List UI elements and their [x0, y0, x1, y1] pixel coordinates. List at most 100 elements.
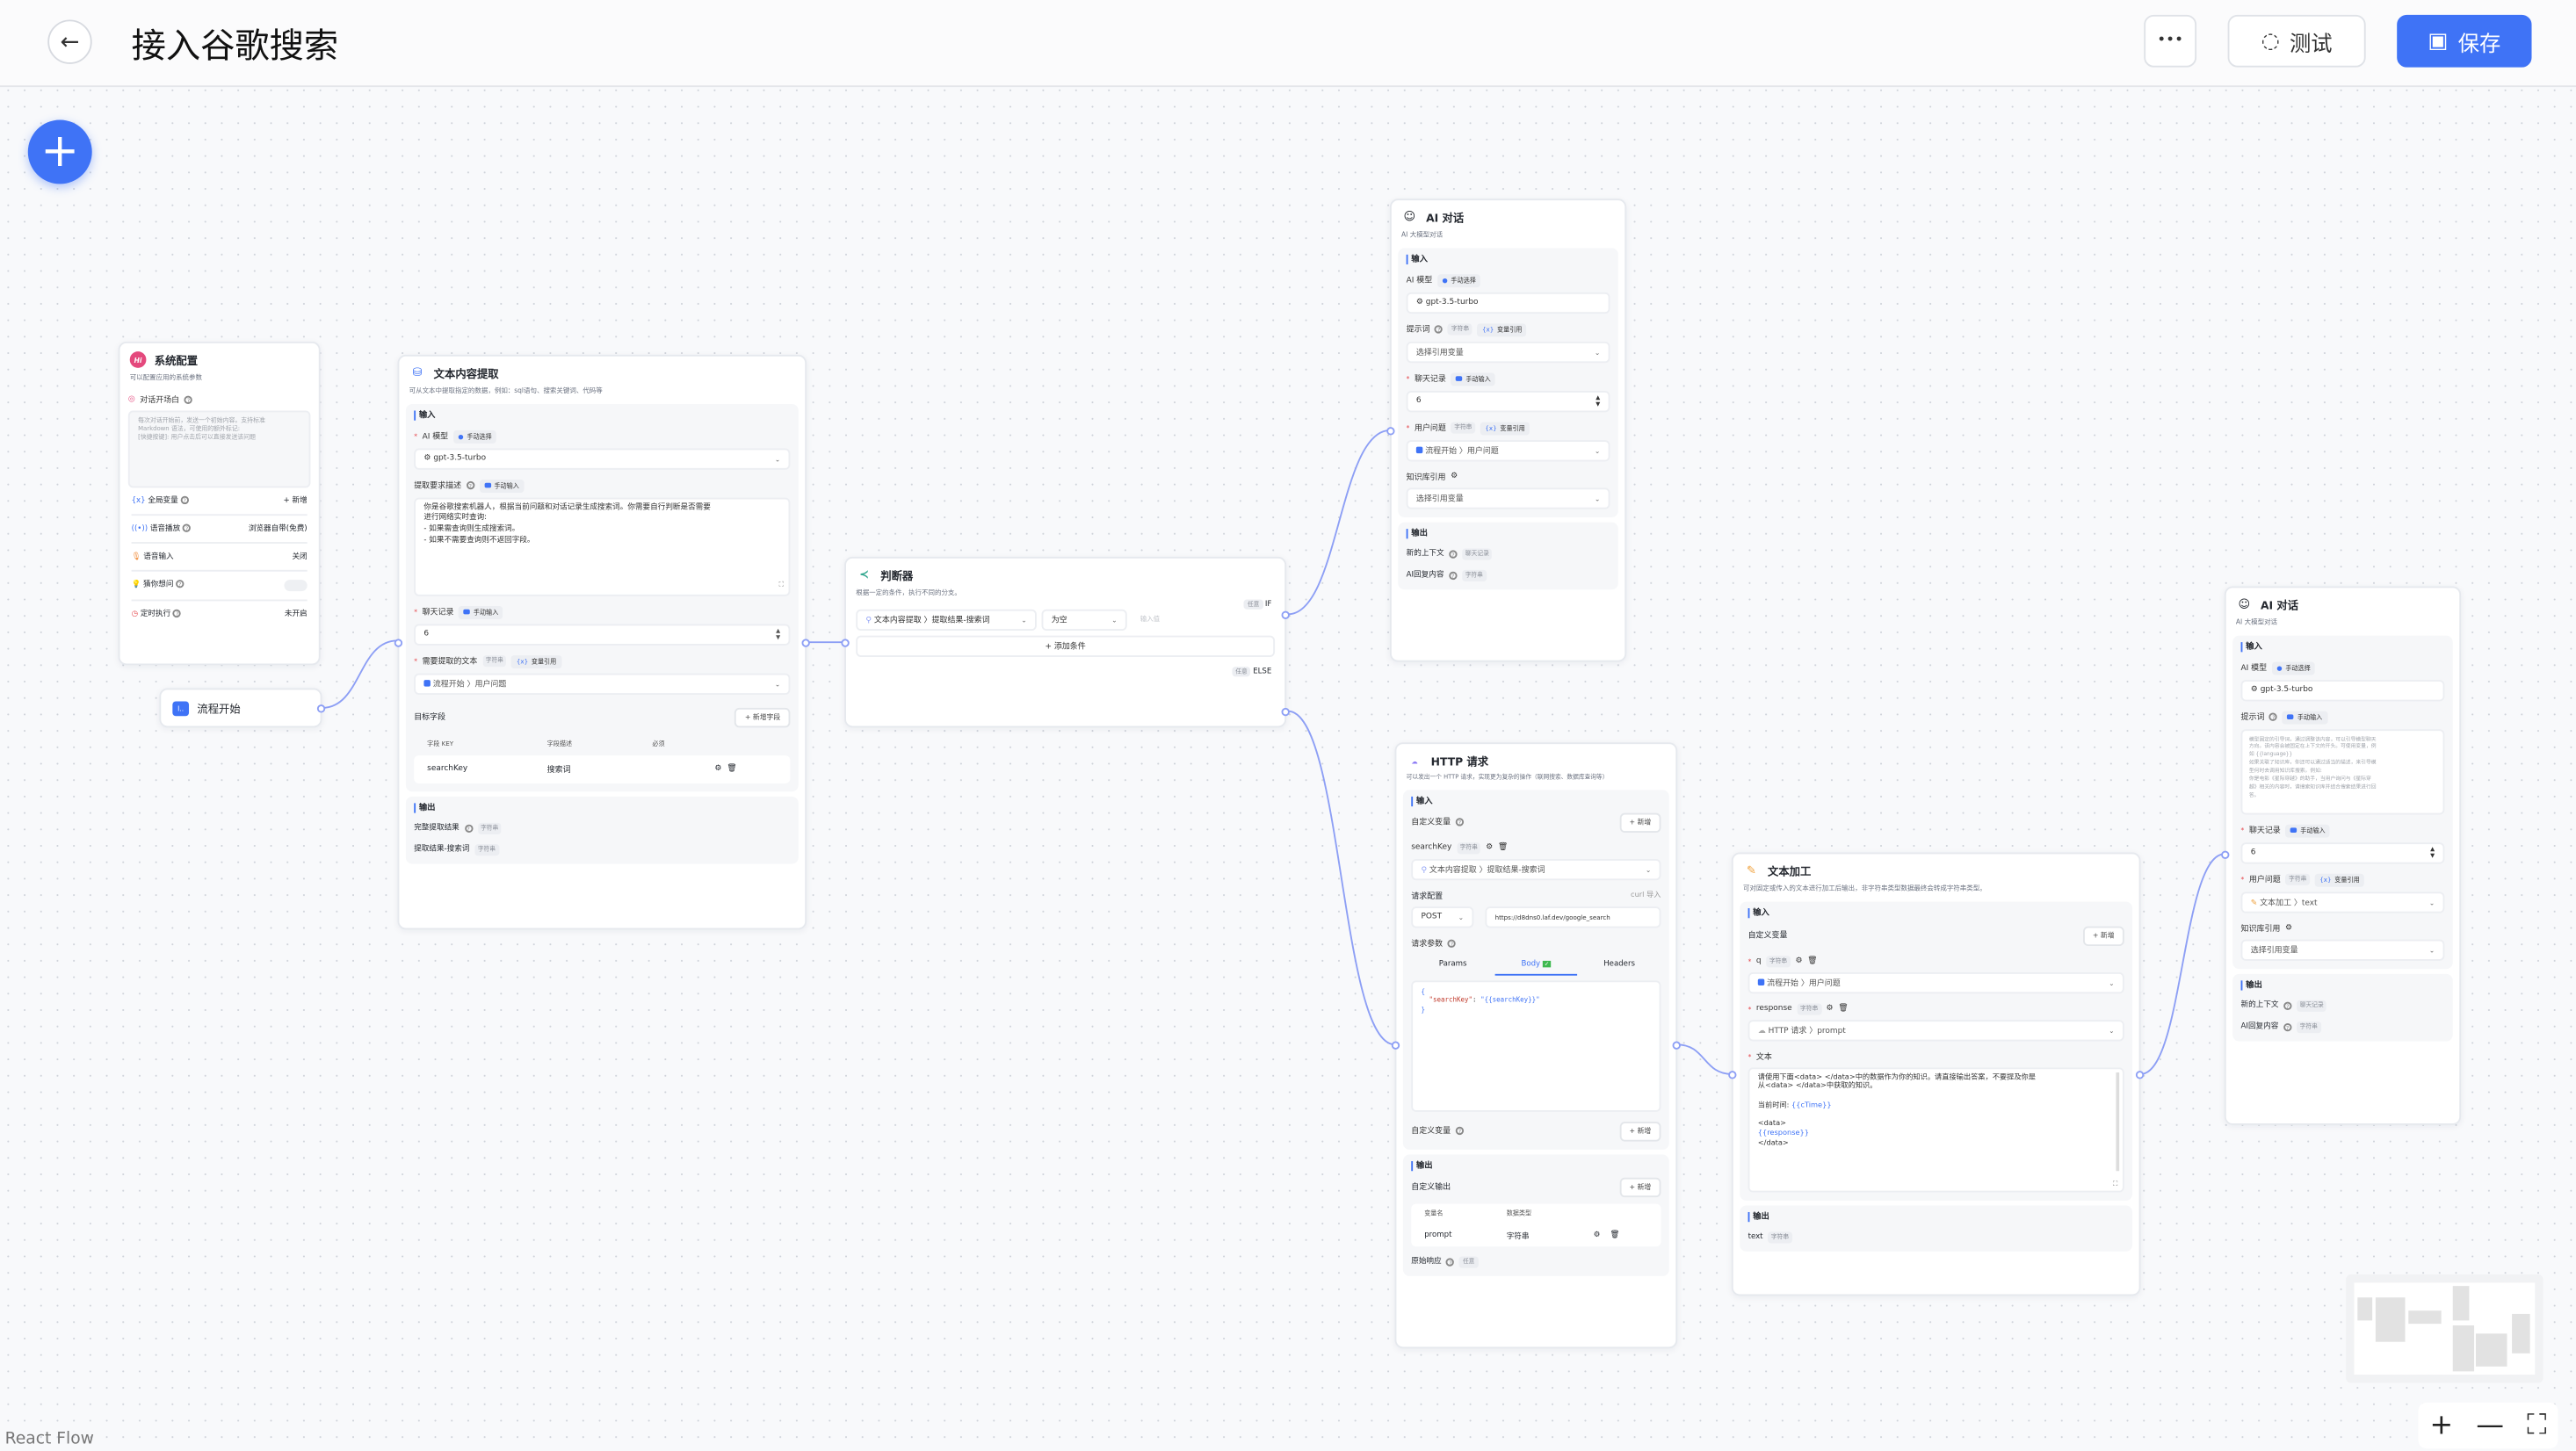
trash-icon[interactable]: 🗑 — [1807, 957, 1818, 965]
welcome-textarea[interactable]: 每次对话开始前，发送一个初始内容。支持标准 Markdown 语法，可使用的额外… — [127, 409, 311, 487]
if-handle[interactable] — [1281, 610, 1290, 619]
more-button[interactable]: ••• — [2144, 14, 2197, 68]
mode-tag[interactable]: 手动输入 — [2285, 823, 2331, 837]
zoom-in-button[interactable]: + — [2429, 1409, 2454, 1442]
scrollbar[interactable] — [2116, 1072, 2120, 1171]
mode-tag[interactable]: 手动输入 — [2283, 710, 2327, 724]
guess-toggle[interactable] — [284, 579, 308, 591]
mode-tag[interactable]: {x}变量引用 — [2314, 872, 2365, 886]
react-flow-attribution[interactable]: React Flow — [4, 1430, 94, 1449]
expand-icon[interactable]: ⛶ — [778, 579, 784, 588]
gear-icon[interactable]: ⚙ — [1593, 1231, 1601, 1240]
mode-tag[interactable]: 手动输入 — [479, 479, 525, 493]
test-button[interactable]: ◌测试 — [2227, 14, 2366, 68]
zoom-out-button[interactable]: — — [2476, 1409, 2505, 1442]
tab-params[interactable]: Params — [1438, 959, 1467, 969]
input-handle[interactable] — [394, 639, 403, 647]
gear-icon[interactable]: ⚙ — [2285, 923, 2293, 933]
node-text-process[interactable]: ✎文本加工 可对固定或传入的文本进行加工后输出，非字符串类型数据最终会转成字符串… — [1728, 852, 2145, 1296]
user-question-select[interactable]: ✎ 文本加工 〉text⌄ — [2240, 891, 2445, 913]
mode-tag[interactable]: {x}变量引用 — [1477, 322, 1528, 336]
add-global-var-button[interactable]: + 新增 — [283, 496, 308, 505]
gear-icon[interactable]: ⚙ — [1826, 1004, 1834, 1013]
mode-tag[interactable]: 手动输入 — [1451, 372, 1496, 386]
trash-icon[interactable]: 🗑 — [1610, 1231, 1620, 1240]
history-stepper[interactable]: 6▲▼ — [414, 623, 791, 645]
response-select[interactable]: ☁ HTTP 请求 〉prompt⌄ — [1747, 1019, 2124, 1041]
add-node-button[interactable]: + — [27, 119, 92, 184]
gear-icon[interactable]: ⚙ — [1486, 843, 1494, 852]
node-ai-chat-1[interactable]: ☺AI 对话 AI 大模型对话 输入 AI 模型●手动选择 ⚙ gpt-3.5-… — [1386, 199, 1627, 662]
save-button[interactable]: ▣保存 — [2397, 14, 2532, 68]
expand-icon[interactable]: ⛶ — [2113, 1179, 2118, 1188]
row-global-vars[interactable]: {x} 全局变量 ?+ 新增 — [131, 487, 308, 516]
stepper-icon[interactable]: ▲▼ — [1596, 393, 1601, 408]
user-question-select[interactable]: 流程开始 〉用户问题⌄ — [1406, 439, 1610, 461]
prompt-textarea[interactable]: 模型固定的引导词，通过调整该内容，可以引导模型聊天 方向。该内容会被固定在上下文… — [2240, 728, 2445, 814]
stepper-icon[interactable]: ▲▼ — [2430, 845, 2435, 859]
node-ai-chat-2[interactable]: ☺AI 对话 AI 大模型对话 输入 AI 模型●手动选择 ⚙ gpt-3.5-… — [2221, 586, 2462, 1125]
model-select[interactable]: ⚙ gpt-3.5-turbo — [1406, 291, 1610, 314]
row-guess[interactable]: 💡 猜你想问 ? — [131, 571, 308, 601]
gear-icon[interactable]: ⚙ — [1795, 957, 1803, 965]
output-handle[interactable] — [2135, 1071, 2145, 1079]
stepper-icon[interactable]: ▲▼ — [776, 627, 781, 641]
row-voice-input[interactable]: 🎙 语音输入关闭 — [131, 543, 308, 571]
node-text-extract[interactable]: ⛁文本内容提取 可从文本中提取指定的数据，例如：sql语句、搜索关键词、代码等 … — [394, 354, 810, 930]
back-button[interactable]: ← — [47, 19, 92, 64]
mode-tag[interactable]: {x}变量引用 — [1480, 421, 1530, 435]
kb-select[interactable]: 选择引用变量⌄ — [2240, 938, 2445, 960]
row-tts[interactable]: ((•)) 语音播放 ?浏览器自带(免费) — [131, 515, 308, 544]
extract-text-select[interactable]: 流程开始 〉用户问题⌄ — [414, 672, 791, 695]
condition-variable-select[interactable]: ⚲ 文本内容提取 〉提取结果-搜索词⌄ — [856, 608, 1037, 631]
condition-value-input[interactable]: 输入值 — [1140, 614, 1161, 623]
kb-select[interactable]: 选择引用变量⌄ — [1406, 487, 1610, 509]
node-flow-start[interactable]: I.. 流程开始 — [159, 688, 326, 728]
prompt-select[interactable]: 选择引用变量⌄ — [1406, 341, 1610, 363]
url-input[interactable]: https://d8dns0.laf.dev/google_search — [1485, 906, 1661, 928]
mode-tag[interactable]: {x}变量引用 — [511, 654, 561, 668]
node-judge[interactable]: ≺判断器 根据一定的条件，执行不同的分支。 任意 IF ⚲ 文本内容提取 〉提取… — [841, 556, 1290, 728]
output-handle[interactable] — [316, 704, 326, 713]
input-handle[interactable] — [1728, 1071, 1737, 1079]
curl-import-button[interactable]: curl 导入 — [1631, 892, 1661, 900]
gear-icon[interactable]: ⚙ — [714, 764, 722, 773]
add-field-button[interactable]: + 新增字段 — [734, 706, 791, 727]
else-handle[interactable] — [1281, 707, 1290, 717]
model-select[interactable]: ⚙ gpt-3.5-turbo — [2240, 679, 2445, 701]
searchkey-select[interactable]: ⚲ 文本内容提取 〉提取结果-搜索词⌄ — [1411, 858, 1661, 880]
body-editor[interactable]: { "searchKey": "{{searchKey}}" } — [1411, 979, 1661, 1111]
model-select[interactable]: ⚙ gpt-3.5-turbo⌄ — [414, 447, 791, 469]
output-handle[interactable] — [801, 639, 810, 647]
node-http-request[interactable]: ☁HTTP 请求 可以发出一个 HTTP 请求，实现更为复杂的操作（联网搜索、数… — [1391, 742, 1681, 1349]
input-handle[interactable] — [841, 639, 850, 647]
method-select[interactable]: POST⌄ — [1411, 906, 1474, 928]
mode-tag[interactable]: ●手动选择 — [1436, 273, 1481, 287]
mode-tag[interactable]: ●手动选择 — [2271, 661, 2316, 675]
add-output-button[interactable]: + 新增 — [1619, 1176, 1661, 1197]
trash-icon[interactable]: 🗑 — [1497, 843, 1509, 852]
input-handle[interactable] — [2221, 850, 2230, 859]
row-schedule[interactable]: ◷ 定时执行 ?未开启 — [132, 600, 308, 626]
gear-icon[interactable]: ⚙ — [1451, 472, 1458, 480]
mode-tag[interactable]: 手动输入 — [459, 605, 503, 619]
fit-view-button[interactable]: ⛶ — [2527, 1409, 2547, 1442]
tab-body[interactable]: Body ✓ — [1494, 955, 1578, 975]
trash-icon[interactable]: 🗑 — [1838, 1004, 1849, 1013]
input-handle[interactable] — [1391, 1041, 1400, 1050]
add-variable-button[interactable]: + 新增 — [2082, 925, 2124, 946]
extract-description-textarea[interactable]: 你是谷歌搜索机器人，根据当前问题和对话记录生成搜索词。你需要自行判断是否需要 进… — [414, 496, 791, 596]
trash-icon[interactable]: 🗑 — [727, 764, 737, 773]
output-handle[interactable] — [1672, 1041, 1681, 1050]
add-variable-button[interactable]: + 新增 — [1619, 812, 1661, 833]
text-editor[interactable]: 请使用下面<data> </data>中的数据作为你的知识。请直接输出答案，不要… — [1747, 1066, 2124, 1192]
history-stepper[interactable]: 6▲▼ — [1406, 390, 1610, 412]
minimap[interactable] — [2346, 1274, 2543, 1383]
tab-headers[interactable]: Headers — [1603, 959, 1635, 969]
condition-operator-select[interactable]: 为空⌄ — [1041, 608, 1127, 631]
q-select[interactable]: 流程开始 〉用户问题⌄ — [1747, 971, 2124, 993]
add-variable-button[interactable]: + 新增 — [1619, 1121, 1661, 1141]
mode-tag[interactable]: ●手动选择 — [452, 429, 497, 443]
